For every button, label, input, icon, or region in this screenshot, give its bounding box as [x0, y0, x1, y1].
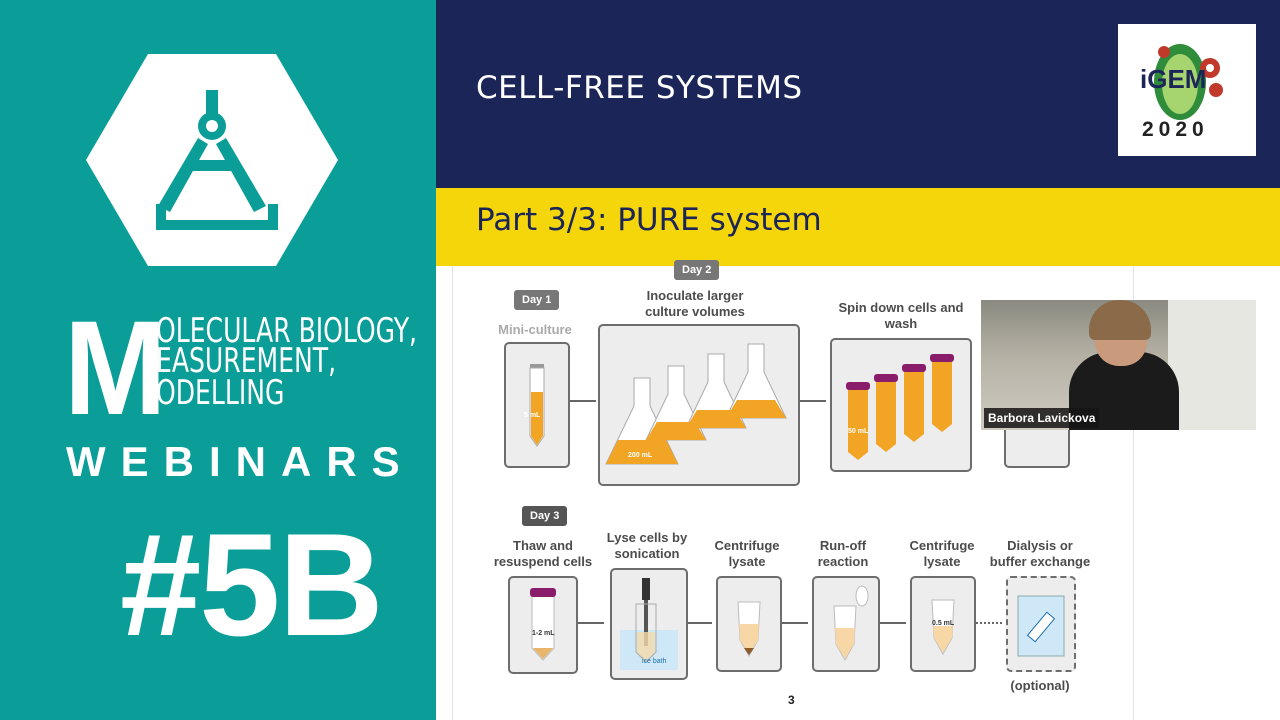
- window-light: [1168, 300, 1256, 430]
- arrow-icon: [578, 622, 604, 624]
- spin-label: Spin down cells and wash: [838, 300, 964, 331]
- spin-box: 50 mL: [830, 338, 972, 472]
- optional-label: (optional): [1010, 678, 1070, 693]
- eppendorf-open-icon: [833, 585, 869, 662]
- series-line-3: ODELLING: [156, 373, 285, 413]
- step-3-box: [716, 576, 782, 672]
- flasks-box: 200 mL: [598, 324, 800, 486]
- day1-volume: 5 mL: [524, 412, 541, 419]
- tube-icon: [530, 588, 556, 661]
- igem-logo-text: iGEM: [1140, 64, 1207, 94]
- dotted-arrow-icon: [976, 622, 1002, 624]
- webinars-label: WEBINARS: [66, 438, 415, 485]
- flask-icon: [605, 343, 787, 465]
- arrow-icon: [800, 400, 826, 402]
- day1-badge: Day 1: [514, 290, 560, 310]
- step-1-box: 1-2 mL: [508, 576, 578, 674]
- step-1-volume: 1-2 mL: [532, 630, 555, 637]
- day3-badge: Day 3: [522, 506, 568, 526]
- branding-panel: M OLECULAR BIOLOGY, EASUREMENT, ODELLING…: [0, 0, 436, 720]
- eppendorf-icon: [931, 599, 955, 656]
- episode-number: #5B: [120, 503, 384, 666]
- step-5-box: 0.5 mL: [910, 576, 976, 672]
- step-6-box: [1006, 576, 1076, 672]
- page-title: CELL-FREE SYSTEMS: [476, 70, 803, 106]
- step-3-label: Centrifuge lysate: [714, 538, 780, 569]
- step-2-volume: ice bath: [642, 658, 667, 665]
- series-line-2: EASUREMENT,: [156, 341, 337, 381]
- day2-badge: Day 2: [674, 260, 720, 280]
- arrow-icon: [688, 622, 712, 624]
- step-4-label: Run-off reaction: [817, 538, 869, 569]
- eppendorf-icon: [737, 601, 761, 658]
- step-5-volume: 0.5 mL: [932, 620, 955, 627]
- igem-logo-icon: [1154, 44, 1223, 120]
- arrow-icon: [782, 622, 808, 624]
- compass-logo-icon: [86, 54, 338, 266]
- slide-page-number: 3: [788, 693, 795, 707]
- sonicator-icon: [620, 578, 678, 670]
- mini-culture-box: 5 mL: [504, 342, 570, 468]
- step-6-label: Dialysis or buffer exchange: [989, 538, 1091, 569]
- speaker-hair: [1089, 300, 1151, 340]
- centrifuge-tube-icon: [846, 354, 954, 460]
- arrow-icon: [880, 622, 906, 624]
- step-5-label: Centrifuge lysate: [909, 538, 975, 569]
- day2-label: Inoculate larger culture volumes: [645, 288, 745, 319]
- series-initial: M: [64, 294, 167, 443]
- igem-logo: iGEM 2020: [1118, 24, 1256, 156]
- step-4-box: [812, 576, 880, 672]
- speaker-name: Barbora Lavickova: [984, 408, 1100, 428]
- subtitle-bar: [436, 188, 1280, 266]
- step-2-box: ice bath: [610, 568, 688, 680]
- step-2-label: Lyse cells by sonication: [606, 530, 688, 561]
- step-1-label: Thaw and resuspend cells: [493, 538, 593, 569]
- day2-volume: 200 mL: [628, 452, 653, 459]
- day1-label: Mini-culture: [498, 322, 572, 337]
- igem-logo-year: 2020: [1142, 118, 1209, 141]
- series-line-1: OLECULAR BIOLOGY,: [156, 311, 417, 351]
- page-subtitle: Part 3/3: PURE system: [476, 202, 822, 238]
- dialysis-beaker-icon: [1017, 595, 1065, 657]
- arrow-icon: [570, 400, 596, 402]
- culture-tube-icon: [529, 364, 545, 447]
- spin-volume: 50 mL: [848, 428, 869, 435]
